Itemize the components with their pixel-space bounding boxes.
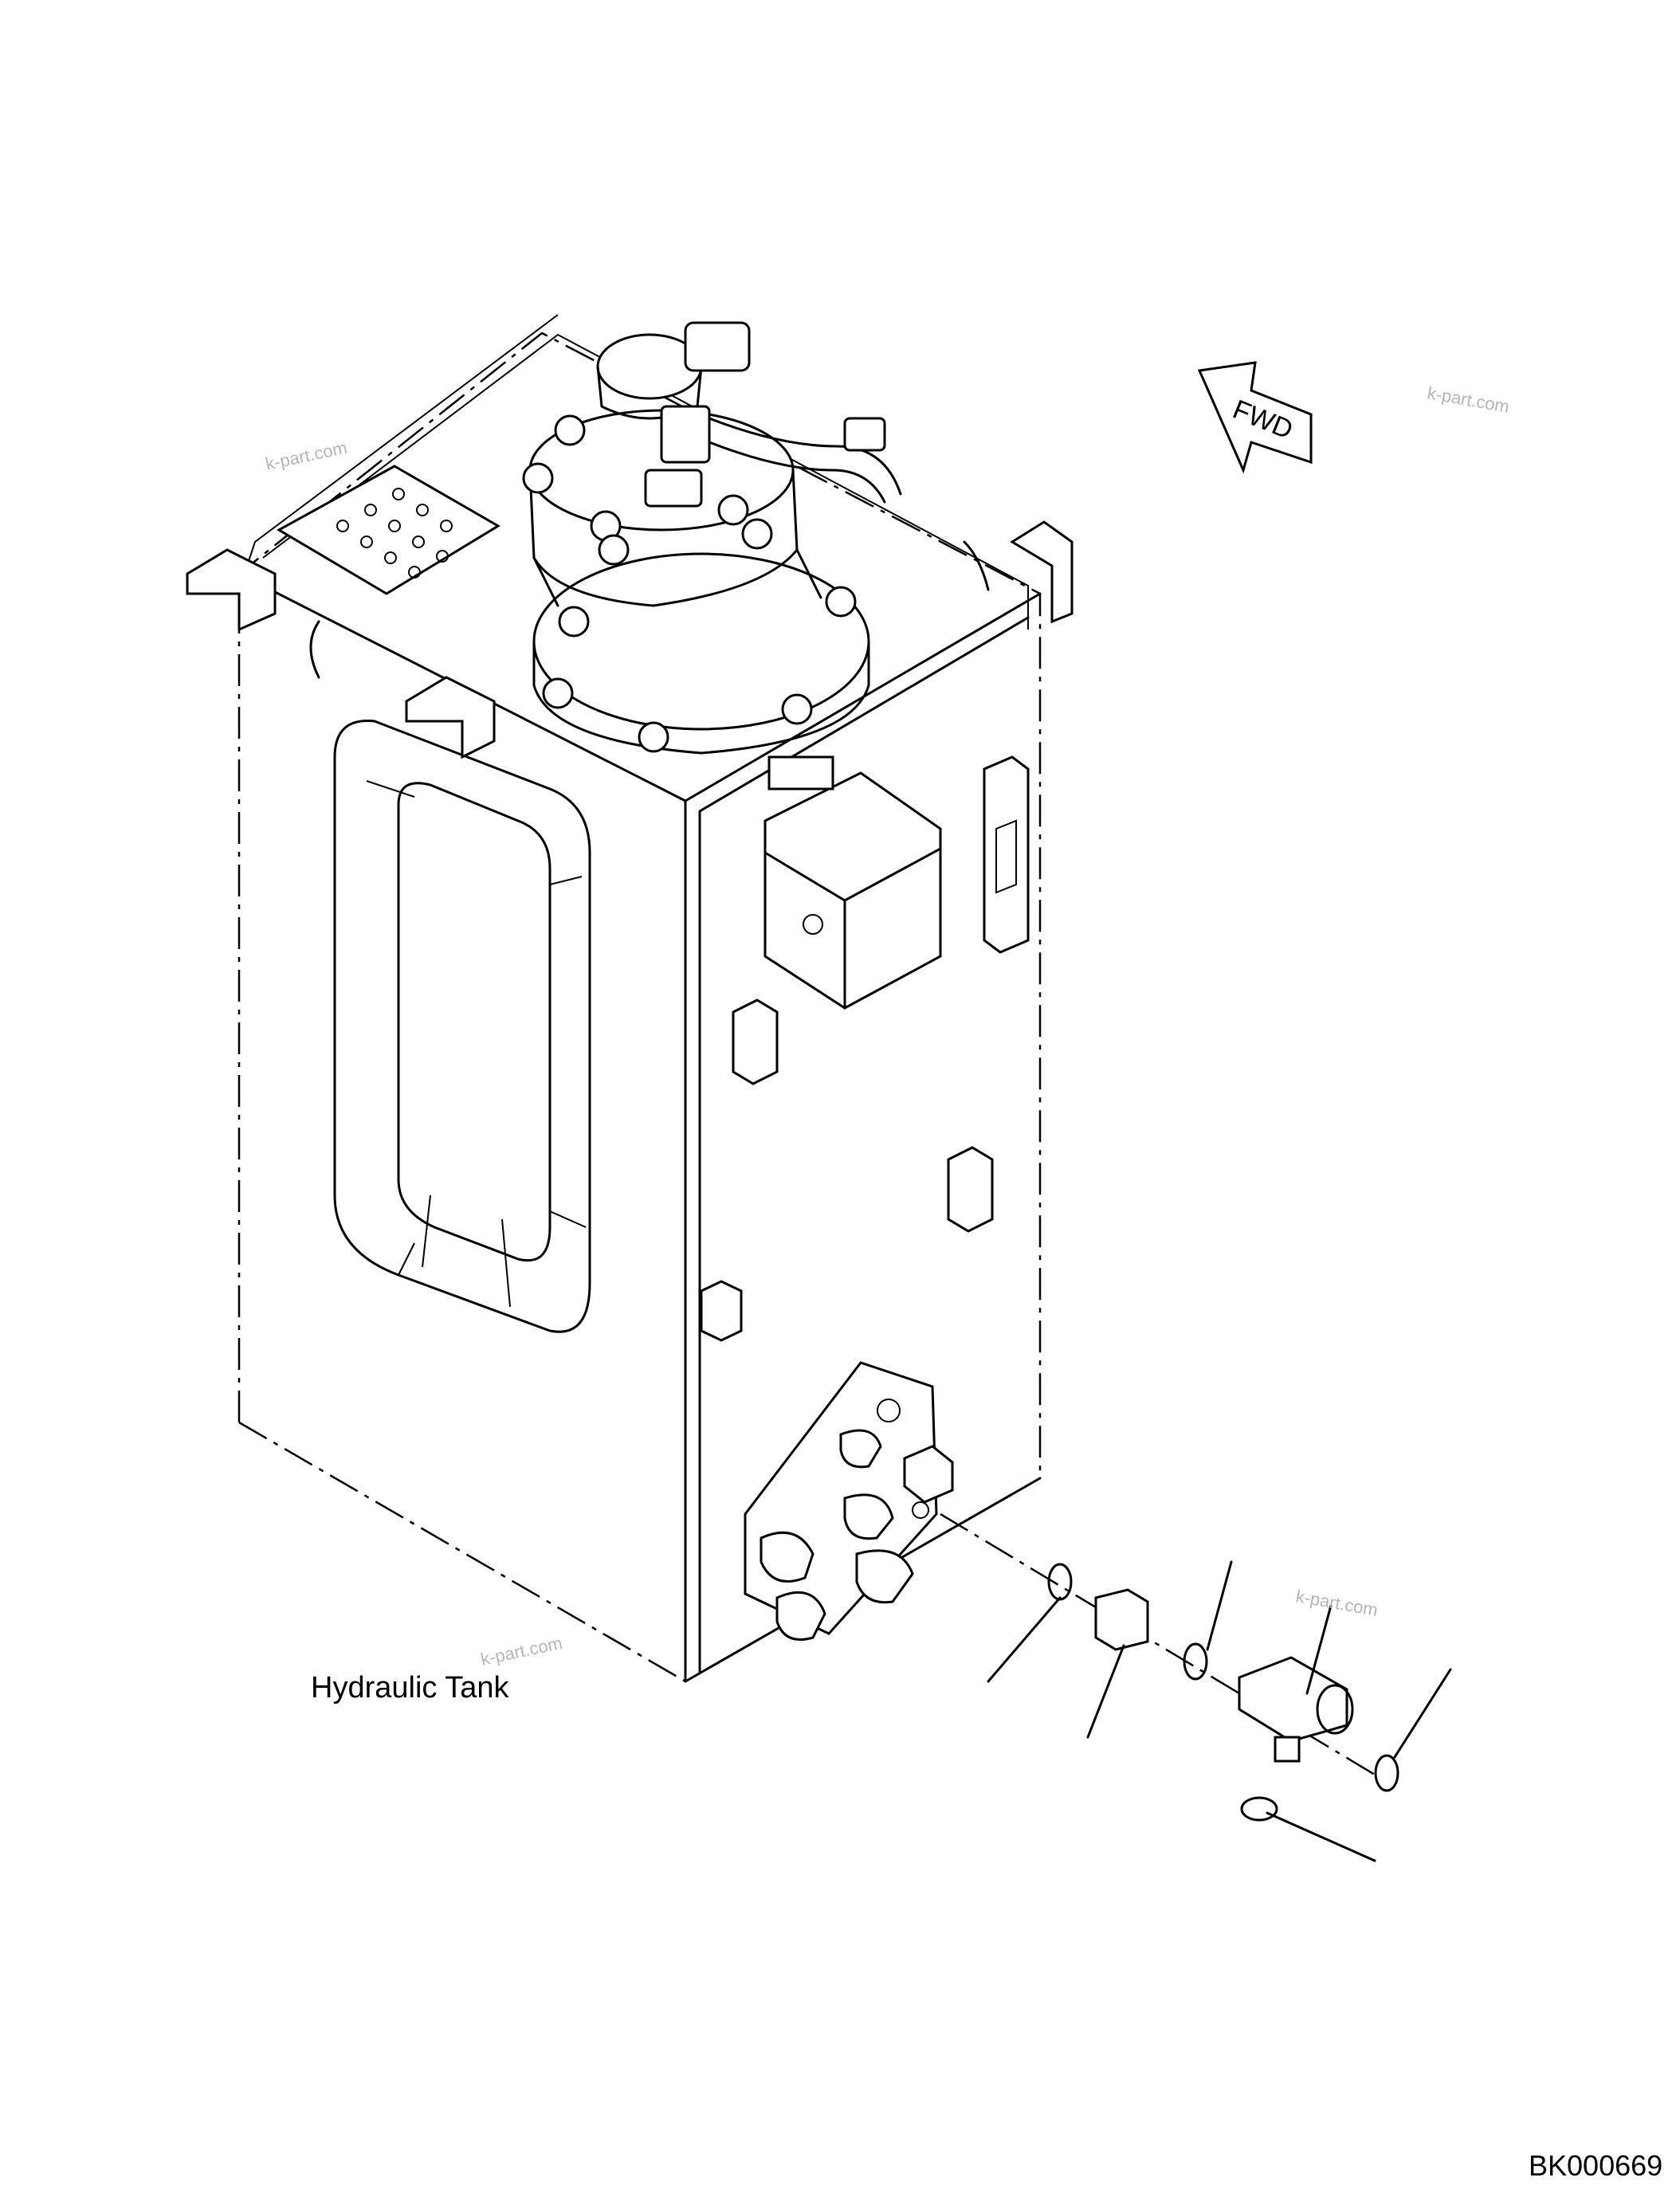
diagram-caption: Hydraulic Tank xyxy=(311,1671,510,1705)
filter-assembly xyxy=(522,321,902,755)
drawing-number: BK000669 xyxy=(1529,2149,1662,2182)
filter-bolts xyxy=(522,414,857,753)
tank-body xyxy=(237,314,1042,1683)
mount-blocks xyxy=(700,998,994,1342)
inspection-window xyxy=(333,720,591,1333)
watermark-bottom-left: k-part.com xyxy=(479,1633,564,1669)
mounting-brackets xyxy=(186,520,1074,759)
watermark-top-right: k-part.com xyxy=(1426,383,1511,417)
level-gauge xyxy=(983,755,1030,954)
port-plate xyxy=(744,1361,954,1641)
solenoid-box xyxy=(763,755,942,1010)
fwd-direction-arrow: FWD xyxy=(1197,361,1313,474)
watermark-bottom-right: k-part.com xyxy=(1294,1586,1380,1620)
perforated-plate xyxy=(276,465,500,595)
watermark-top-left: k-part.com xyxy=(264,437,349,474)
exploded-parts xyxy=(940,1512,1452,1862)
